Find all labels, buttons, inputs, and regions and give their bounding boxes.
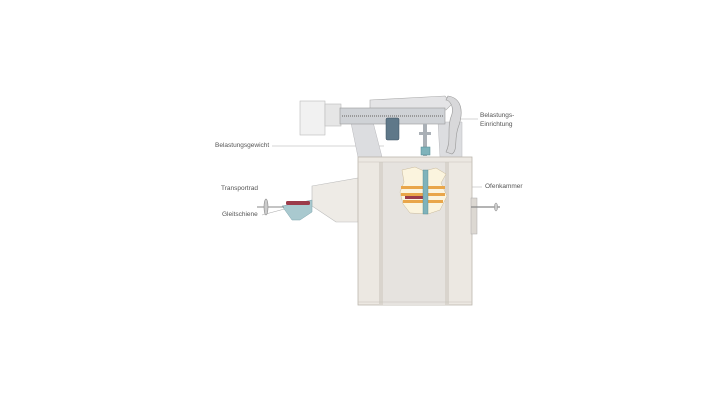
label-transport-wheel: Transportrad — [221, 185, 258, 192]
counterweight-block — [299, 100, 326, 136]
label-loading-weight: Belastungsgewicht — [215, 142, 270, 149]
label-slide-rail: Gleitschiene — [222, 211, 258, 218]
specimens-rail — [286, 201, 310, 205]
rod-coupling — [420, 146, 431, 156]
rod-clamp — [419, 132, 431, 135]
loading-weight-cylinder — [385, 117, 400, 141]
cabinet-frame-right — [445, 162, 449, 305]
label-furnace-chamber: Ofenkammer — [485, 183, 523, 190]
side-bracket — [470, 197, 478, 235]
counterweight-block-back — [324, 103, 342, 127]
load-rod — [423, 124, 427, 156]
label-loading-device-2: Einrichtung — [480, 121, 513, 128]
feed-housing — [311, 177, 359, 223]
cabinet-frame-left — [379, 162, 383, 305]
side-knob-icon[interactable] — [494, 202, 498, 212]
transport-wheel-icon[interactable] — [263, 198, 269, 216]
furnace-rod — [422, 169, 429, 215]
label-loading-device-1: Belastungs- — [480, 112, 515, 119]
loading-hook — [445, 95, 462, 155]
